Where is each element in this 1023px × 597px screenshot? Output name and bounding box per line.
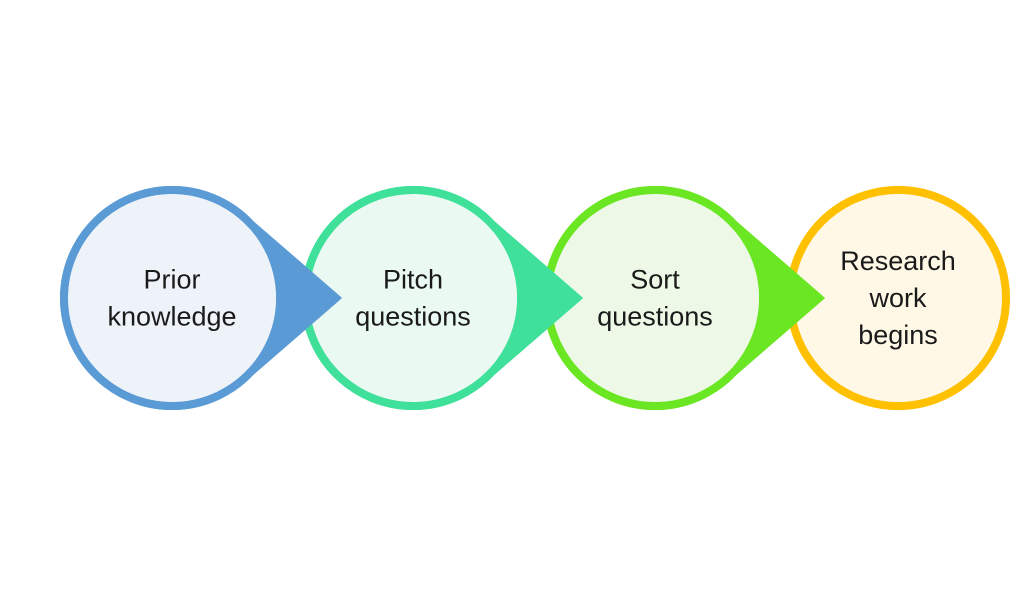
step-label-line: questions — [597, 302, 713, 332]
step-label-line: questions — [355, 302, 471, 332]
step-label-line: begins — [858, 320, 938, 350]
step-label-line: Sort — [630, 265, 680, 295]
arrow-tip — [247, 220, 340, 376]
step-label-line: knowledge — [107, 302, 236, 332]
step-label-line: Pitch — [383, 265, 443, 295]
process-steps: Research work begins Sort questions Pitch ques… — [60, 186, 1011, 410]
step-circle-outline — [60, 186, 255, 410]
step-label: Research work begins — [840, 246, 956, 350]
step-prior-knowledge: Prior knowledge — [60, 186, 343, 410]
step-label: Prior knowledge — [107, 265, 236, 332]
step-circle-fill — [68, 194, 276, 402]
step-label: Sort questions — [597, 265, 713, 332]
step-sort-questions: Sort questions — [543, 186, 826, 410]
step-circle-fill — [309, 194, 517, 402]
step-label-line: Research — [840, 246, 956, 276]
step-label-line: Prior — [143, 265, 200, 295]
arrow-tip — [730, 220, 823, 376]
step-label: Pitch questions — [355, 265, 471, 332]
step-label-line: work — [868, 283, 927, 313]
step-circle-fill — [551, 194, 759, 402]
arrow-tip — [488, 220, 581, 376]
step-pitch-questions: Pitch questions — [301, 186, 584, 410]
